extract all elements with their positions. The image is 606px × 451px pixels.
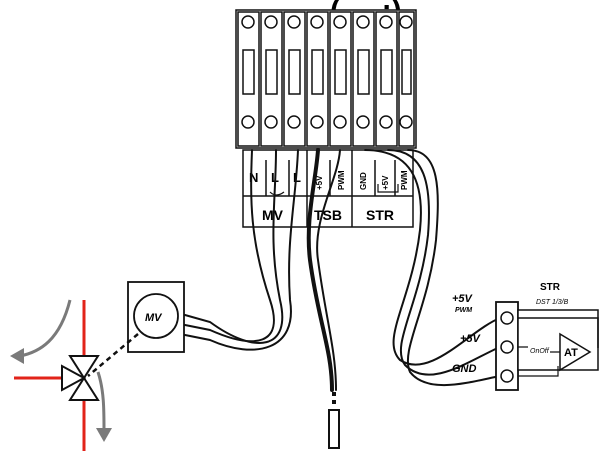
wire-str-2 — [387, 149, 501, 376]
wire-str-1 — [364, 149, 501, 366]
valve-body-left — [61, 364, 87, 392]
sensor-pin-sub-1: PWM — [455, 307, 472, 314]
group-label-str: STR — [366, 207, 394, 223]
str-pin-gnd: GND — [359, 172, 368, 190]
sensor-pin-label-3: GND — [452, 363, 477, 375]
motor-label: MV — [145, 312, 163, 324]
flow-arrow-left — [19, 299, 72, 358]
str-pin-pwm: PWM — [400, 170, 409, 190]
valve-body-bottom — [68, 376, 100, 401]
terminal-windows — [242, 49, 412, 95]
wires — [184, 148, 501, 392]
wire-mv-2 — [184, 149, 284, 344]
group-label-tsb: TSB — [314, 207, 342, 223]
wire-str-3 — [406, 149, 501, 387]
wire-mv-3 — [184, 149, 299, 351]
flow-arrow-down — [96, 371, 106, 431]
str-sensor: STR DST 1/3/B AT OnOff +5V PWM +5V GND — [452, 282, 599, 391]
sensor-title: STR — [540, 282, 561, 293]
bottom-screws — [241, 115, 413, 129]
sensor-subtitle: DST 1/3/B — [536, 299, 569, 306]
tsb-pin-pwm: PWM — [337, 170, 346, 190]
valve — [10, 299, 112, 451]
motor-icon — [133, 293, 179, 339]
str-pin-5v: +5V — [381, 175, 390, 190]
wire-tsb — [306, 148, 334, 392]
terminal-block — [235, 9, 417, 149]
sensor-board — [517, 309, 599, 371]
tsb-pin-5v: +5V — [315, 175, 324, 190]
str-loop-symbol — [377, 184, 399, 193]
valve-body-top — [68, 355, 100, 380]
wire-tsb-2 — [316, 149, 341, 391]
actuator-linkage — [87, 333, 139, 377]
amp-label: AT — [564, 347, 578, 359]
terminal-label-n: N — [249, 170, 258, 185]
inner-label: OnOff — [530, 348, 550, 355]
label-strip — [242, 149, 414, 228]
mv-loop-symbol — [269, 191, 285, 196]
motor-actuator: MV — [127, 281, 185, 353]
tsb-probe — [328, 392, 340, 449]
flow-arrow-down-head — [96, 428, 112, 442]
flow-arrow-left-head — [10, 348, 24, 364]
sensor-pin-label-2: +5V — [460, 333, 482, 345]
temperature-probe — [328, 409, 340, 449]
top-screws — [241, 15, 413, 29]
sensor-pin-label-1: +5V — [452, 293, 474, 305]
